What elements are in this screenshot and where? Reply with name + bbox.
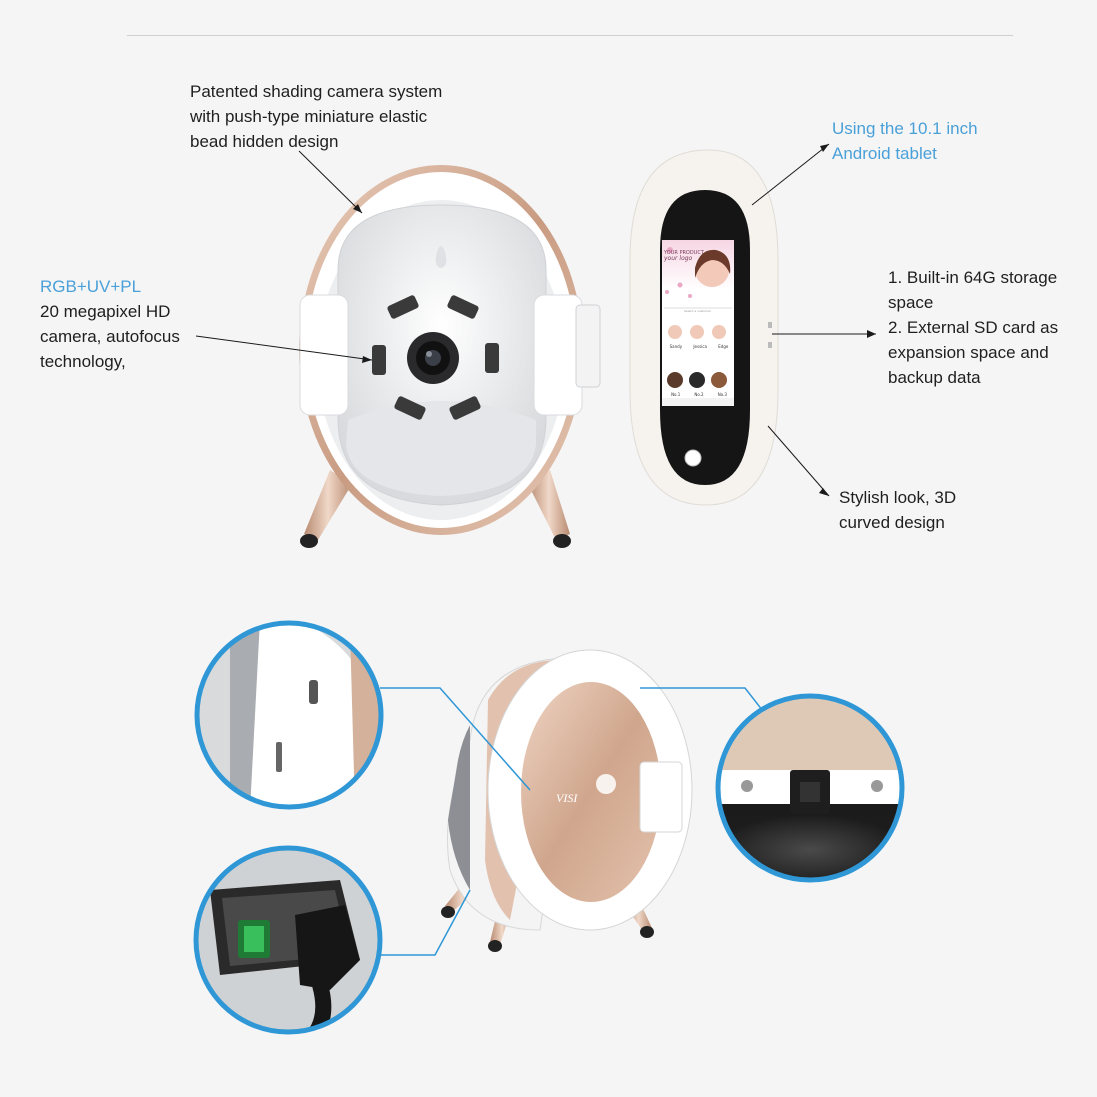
brand-mark: VISI (556, 791, 578, 805)
device-back-view: VISI (441, 649, 693, 952)
camera-lens (407, 332, 459, 384)
home-button[interactable] (684, 449, 702, 467)
screen-customer-names: Sandy Jessica Edge (669, 344, 729, 349)
caption-shading-camera: Patented shading camera system with push… (190, 82, 443, 151)
top-divider (127, 35, 1013, 36)
zoom-bottom-port (718, 696, 902, 880)
zoom-power-switch (196, 848, 380, 1032)
screen-header: Select a customer (684, 309, 712, 313)
hinge (575, 304, 601, 388)
leader-lines (195, 143, 876, 497)
caption-storage: 1. Built-in 64G storage space 2. Externa… (888, 268, 1059, 387)
left-leg (300, 470, 352, 548)
caption-look: Stylish look, 3D curved design (839, 488, 957, 532)
customer-grid (667, 325, 727, 388)
right-leg (528, 470, 571, 548)
led-lights (372, 295, 499, 420)
screen-banner: YOUR PRODUCT your logo (664, 250, 704, 262)
caption-tablet: Using the 10.1 inch Android tablet (832, 119, 978, 163)
caption-camera-spec: RGB+UV+PL 20 megapixel HD camera, autofo… (40, 274, 180, 374)
camera-spec-title: RGB+UV+PL (40, 277, 142, 296)
screen-customer-numbers: No.1 No.2 No.3 (671, 392, 727, 397)
